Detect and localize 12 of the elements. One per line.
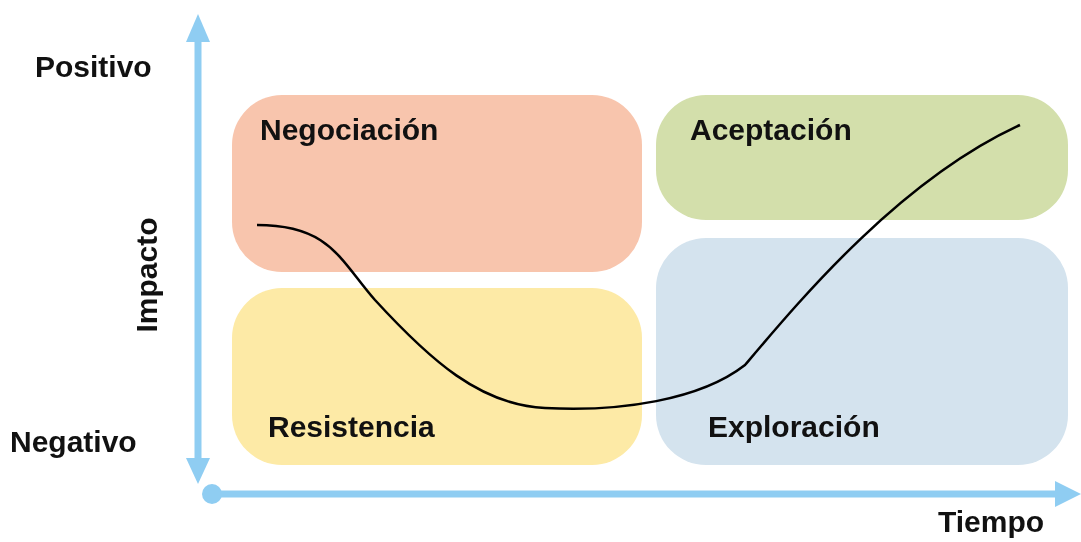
axis-title: Impacto (129, 217, 163, 333)
phase-box (656, 95, 1068, 220)
phase-label: Exploración (708, 410, 880, 444)
axis-label: Positivo (35, 50, 152, 84)
axis-label: Negativo (10, 425, 137, 459)
phase-label: Negociación (260, 113, 439, 147)
phase-box (232, 95, 642, 272)
phase-box (232, 288, 642, 465)
phase-box (656, 238, 1068, 465)
phase-label: Aceptación (690, 113, 852, 147)
axis-title: Tiempo (938, 505, 1045, 539)
phase-label: Resistencia (268, 410, 435, 444)
